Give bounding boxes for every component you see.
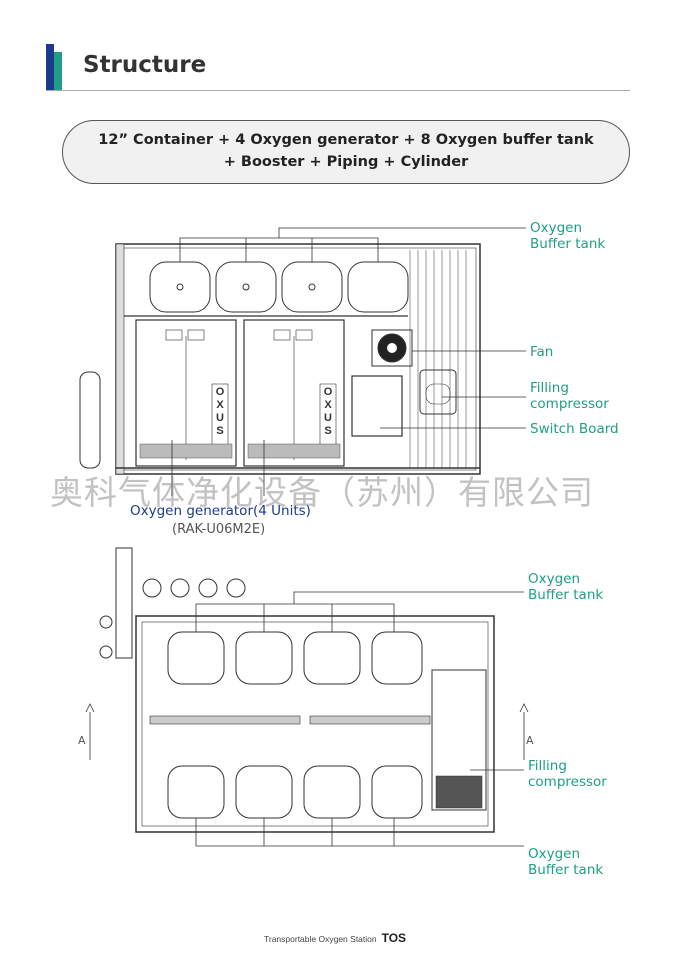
section-mark-right: A (526, 734, 534, 747)
label-line: Buffer tank (530, 236, 606, 252)
generator-label: Oxygen generator(4 Units) (130, 503, 311, 519)
label-line: Oxygen (530, 220, 583, 236)
buffer-tank-label-upper-plan: Oxygen Buffer tank (528, 571, 603, 603)
buffer-tank-label-top: Oxygen Buffer tank (530, 220, 605, 252)
footer-code: TOS (381, 931, 407, 945)
label-line: Oxygen (528, 846, 581, 862)
top-elevation-drawing (79, 227, 526, 496)
summary-line-1: 12” Container + 4 Oxygen generator + 8 O… (98, 132, 594, 148)
page-title: Structure (83, 52, 207, 78)
label-line: Buffer tank (528, 862, 604, 878)
summary-line-2: + Booster + Piping + Cylinder (223, 154, 469, 170)
label-line: compressor (528, 774, 607, 790)
title-divider (46, 90, 630, 91)
filling-compressor-label-top: Filling compressor (530, 380, 609, 412)
label-line: Buffer tank (528, 587, 604, 603)
footer-caption: Transportable Oxygen Station (264, 934, 377, 944)
label-line: Filling (528, 758, 567, 774)
buffer-tank-label-lower-plan: Oxygen Buffer tank (528, 846, 603, 878)
label-line: Filling (530, 380, 569, 396)
fan-label: Fan (530, 344, 554, 360)
label-line: Oxygen (528, 571, 581, 587)
header-accent-bar (46, 44, 62, 90)
section-mark-left: A (78, 734, 86, 747)
bottom-plan-drawing (85, 547, 529, 847)
generator-model: (RAK-U06M2E) (172, 522, 266, 537)
filling-compressor-label-plan: Filling compressor (528, 758, 607, 790)
footer: Transportable Oxygen Station TOS (264, 931, 406, 945)
configuration-summary: 12” Container + 4 Oxygen generator + 8 O… (62, 120, 630, 184)
switch-board-label: Switch Board (530, 421, 619, 437)
label-line: compressor (530, 396, 609, 412)
watermark: 奥科气体净化设备（苏州）有限公司 (50, 473, 594, 512)
